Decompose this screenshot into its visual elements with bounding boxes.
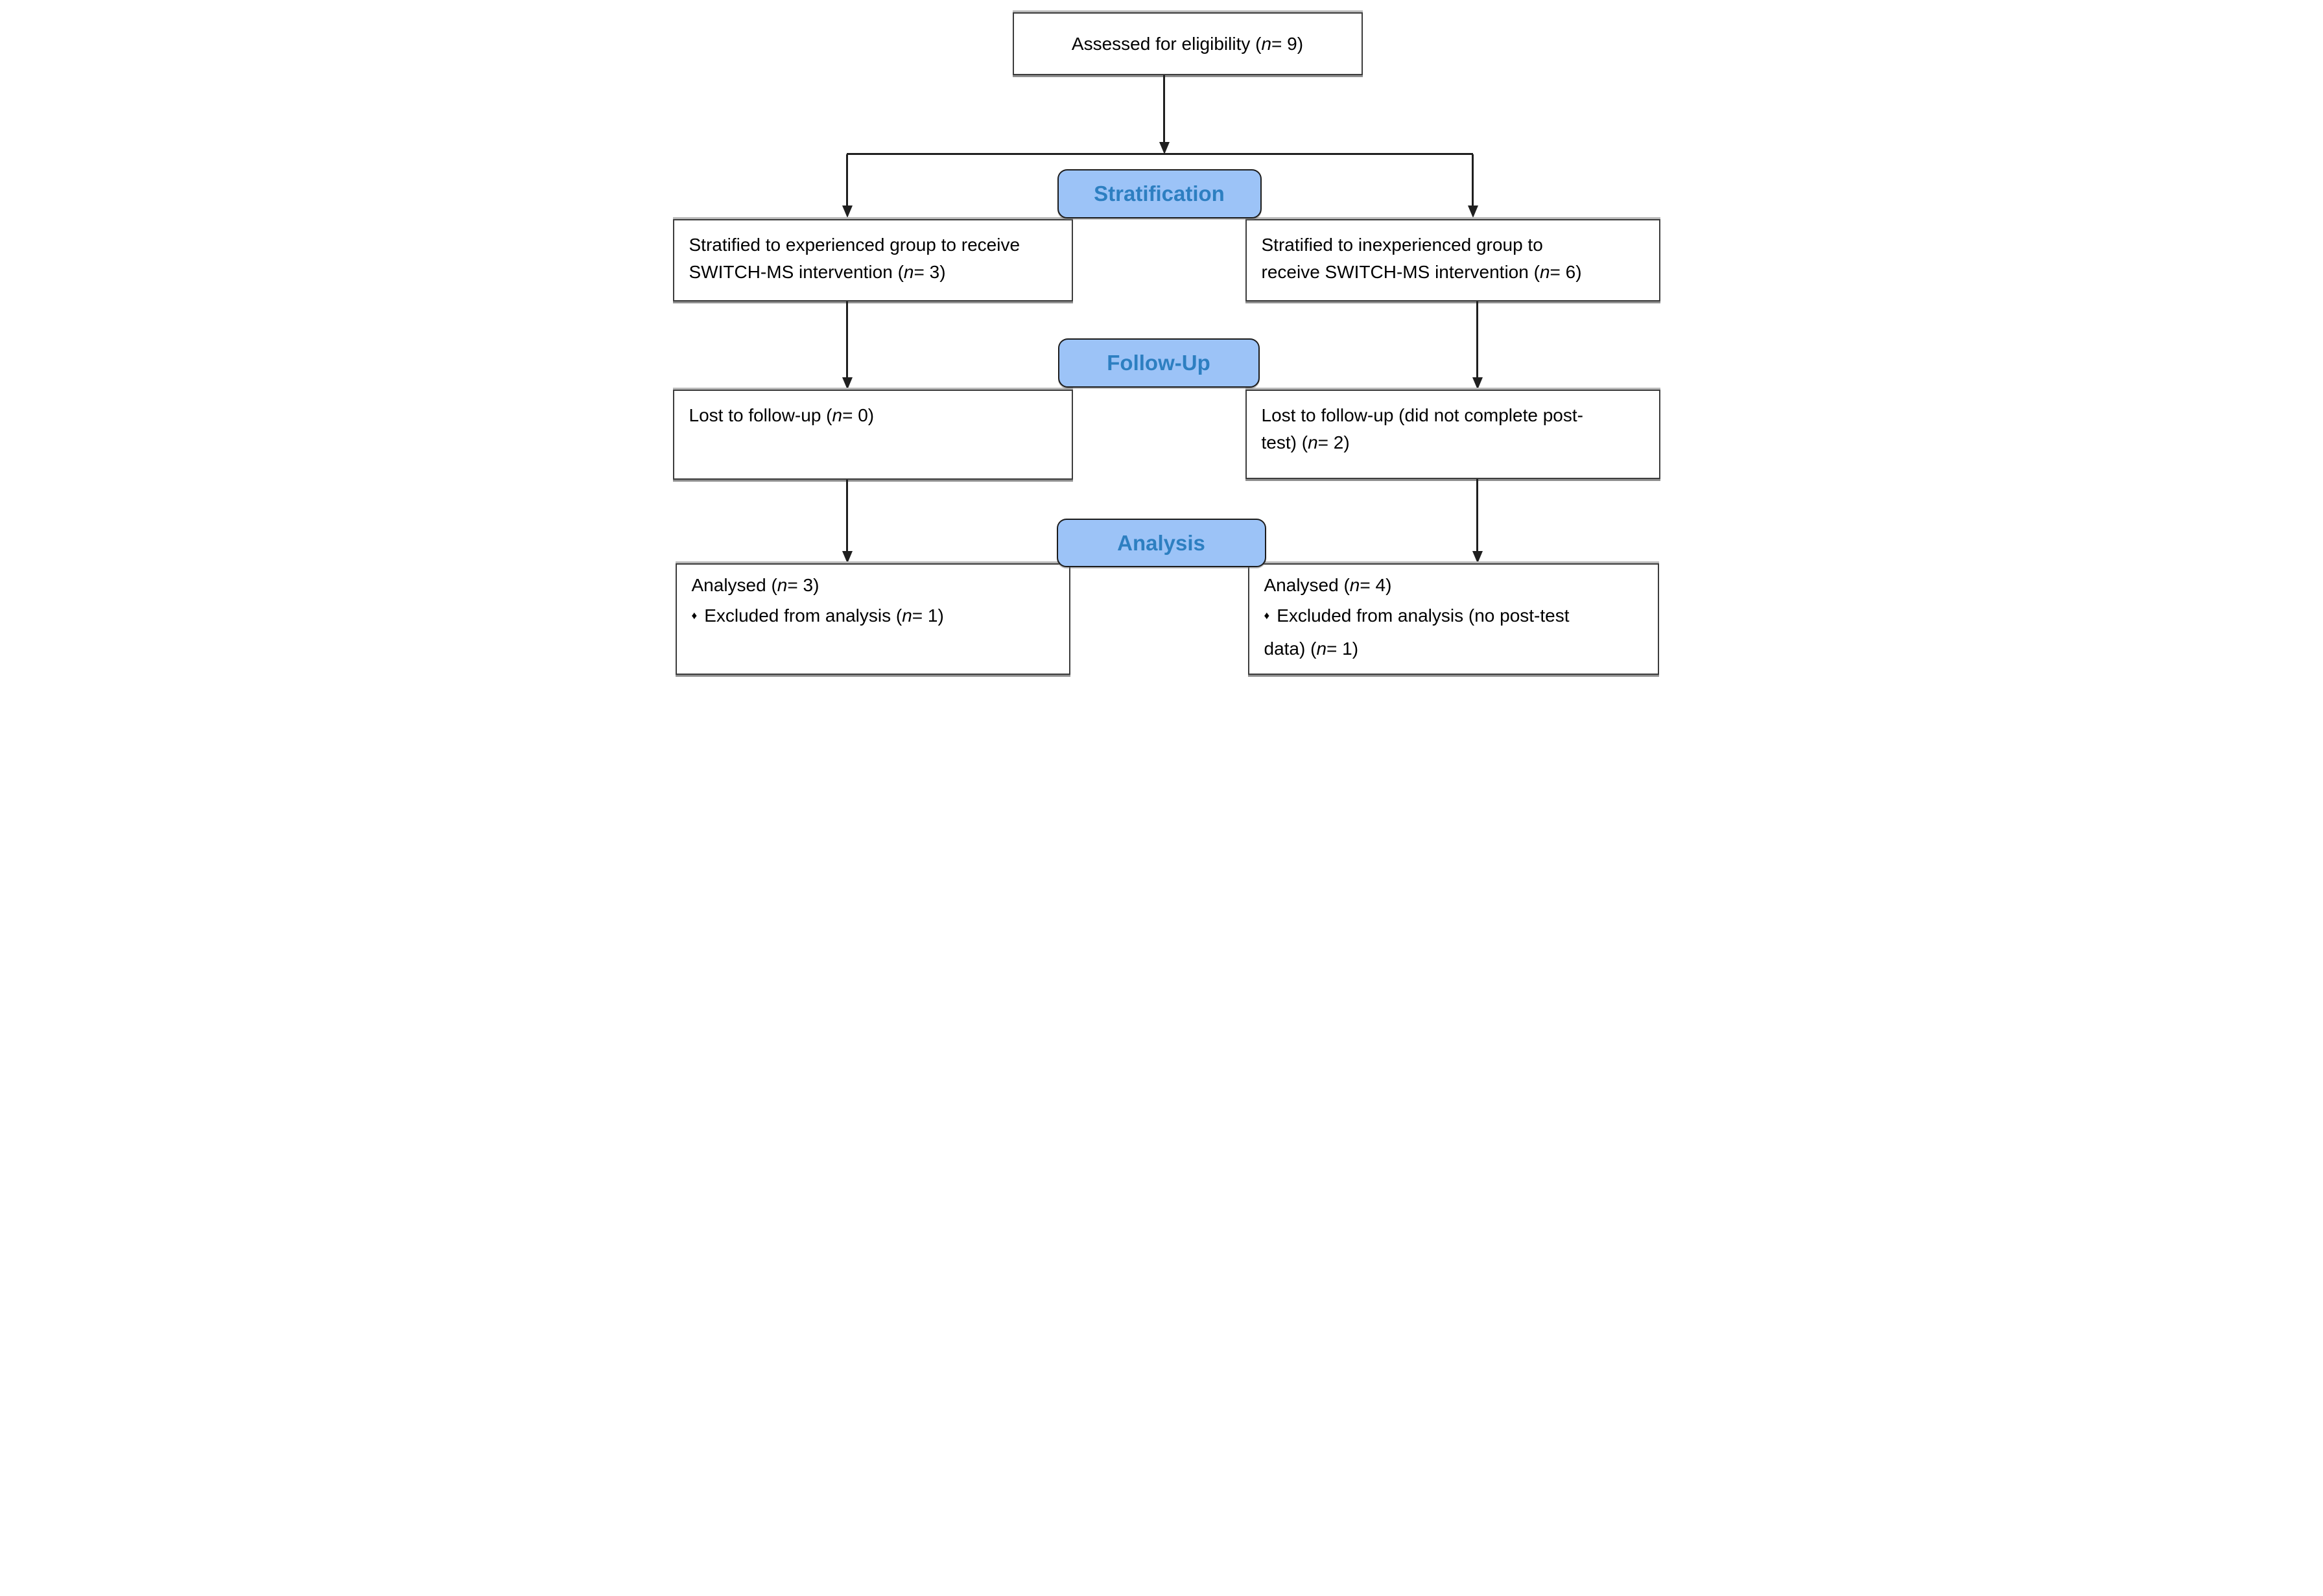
stage-label: Follow-Up <box>1107 351 1210 375</box>
arrowhead-right-analysis <box>1472 551 1483 563</box>
stage-badge-followup: Follow-Up <box>1057 338 1260 388</box>
text-line: Analysed (n= 4) <box>1264 575 1392 595</box>
text-line: ♦Excluded from analysis (no post-test <box>1264 605 1570 626</box>
stage-badge-analysis: Analysis <box>1056 519 1266 567</box>
text-line: Stratified to experienced group to recei… <box>689 235 1020 255</box>
stage-label: Stratification <box>1094 182 1225 205</box>
lost-followup-inexperienced-box: Lost to follow-up (did not complete post… <box>1245 390 1660 479</box>
analysed-inexperienced-box: Analysed (n= 4) ♦Excluded from analysis … <box>1247 563 1659 675</box>
text-line: SWITCH-MS intervention (n= 3) <box>689 262 946 282</box>
flow-diagram: Assessed for eligibility (n= 9) Stratifi… <box>660 0 1663 688</box>
diamond-bullet-icon: ♦ <box>691 609 698 622</box>
text-line: test) (n= 2) <box>1261 432 1350 452</box>
text-line: Assessed for eligibility (n= 9) <box>1071 33 1304 54</box>
connector-branch-left <box>845 154 848 206</box>
stratified-experienced-box: Stratified to experienced group to recei… <box>672 219 1073 301</box>
arrowhead-branch-right <box>1467 205 1478 218</box>
text-line: Stratified to inexperienced group to <box>1261 235 1543 255</box>
text-line: ♦Excluded from analysis (n= 1) <box>691 605 944 626</box>
arrowhead-left-followup <box>842 377 853 390</box>
text-line: receive SWITCH-MS intervention (n= 6) <box>1261 262 1582 282</box>
assessed-eligibility-box: Assessed for eligibility (n= 9) <box>1012 12 1363 75</box>
connector-left-followup <box>845 301 848 378</box>
lost-followup-experienced-box: Lost to follow-up (n= 0) <box>672 390 1073 480</box>
arrowhead-left-analysis <box>842 551 853 563</box>
connector-branch-line <box>846 153 1473 155</box>
text-line: data) (n= 1) <box>1264 639 1359 659</box>
connector-branch-right <box>1471 154 1474 206</box>
connector-top-stem <box>1162 75 1165 142</box>
connector-right-analysis <box>1476 479 1478 552</box>
connector-left-analysis <box>845 480 848 552</box>
stage-badge-stratification: Stratification <box>1057 169 1262 218</box>
stratified-inexperienced-box: Stratified to inexperienced group to rec… <box>1245 219 1660 301</box>
stage-label: Analysis <box>1117 530 1205 555</box>
arrowhead-right-followup <box>1472 377 1483 390</box>
arrowhead-branch-left <box>842 205 853 218</box>
text-line: Analysed (n= 3) <box>691 575 820 595</box>
text-line: Lost to follow-up (n= 0) <box>689 405 875 425</box>
text-line: Lost to follow-up (did not complete post… <box>1261 405 1583 425</box>
analysed-experienced-box: Analysed (n= 3) ♦Excluded from analysis … <box>675 563 1070 675</box>
connector-right-followup <box>1476 301 1478 378</box>
diamond-bullet-icon: ♦ <box>1264 609 1270 622</box>
arrowhead-top-stem <box>1159 142 1170 154</box>
